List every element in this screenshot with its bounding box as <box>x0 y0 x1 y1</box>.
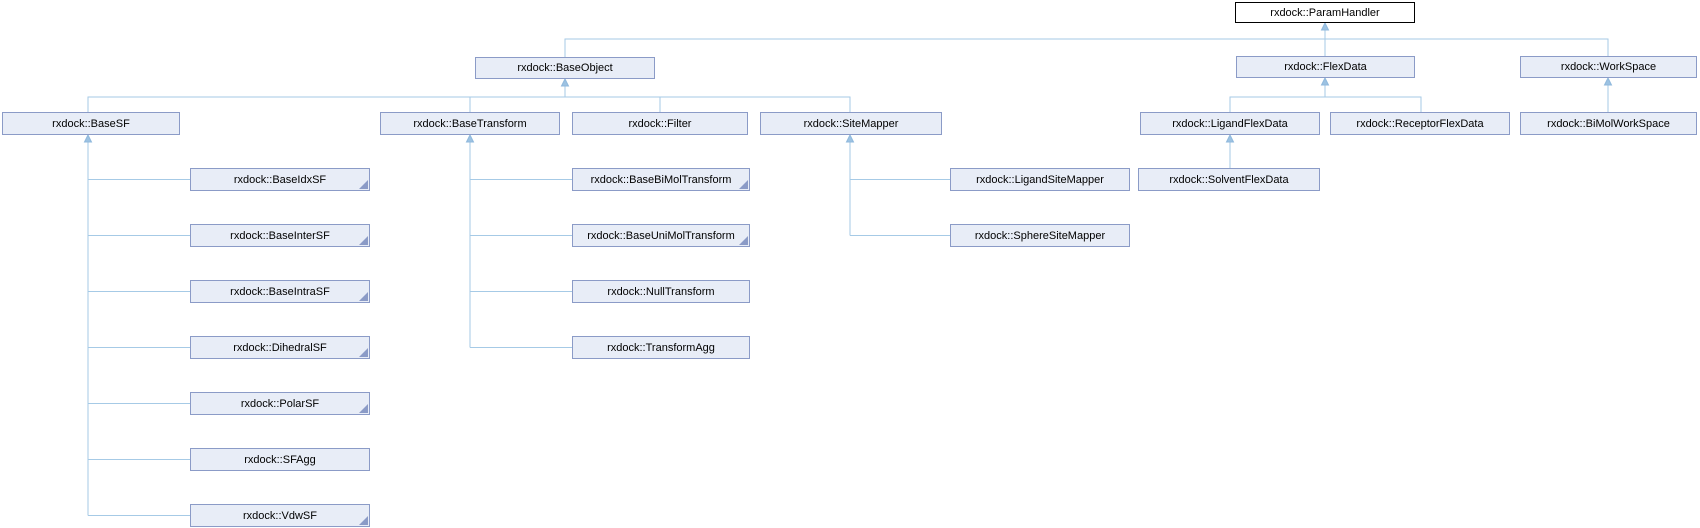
truncated-corner-icon <box>359 180 368 189</box>
class-node-polar-sf[interactable]: rxdock::PolarSF <box>190 392 370 415</box>
class-node-base-object[interactable]: rxdock::BaseObject <box>475 57 655 79</box>
class-node-work-space[interactable]: rxdock::WorkSpace <box>1520 56 1697 78</box>
class-node-base-intra-sf[interactable]: rxdock::BaseIntraSF <box>190 280 370 303</box>
arrowhead-icon <box>560 77 570 87</box>
class-node-base-inter-sf[interactable]: rxdock::BaseInterSF <box>190 224 370 247</box>
class-node-label: rxdock::BaseIdxSF <box>233 173 327 186</box>
class-node-base-idx-sf[interactable]: rxdock::BaseIdxSF <box>190 168 370 191</box>
class-node-base-unimol-transform[interactable]: rxdock::BaseUniMolTransform <box>572 224 750 247</box>
connector-basesf-children <box>83 133 190 516</box>
class-node-label: rxdock::BaseBiMolTransform <box>590 173 732 186</box>
class-node-base-bimol-transform[interactable]: rxdock::BaseBiMolTransform <box>572 168 750 191</box>
class-node-filter[interactable]: rxdock::Filter <box>572 112 748 135</box>
truncated-corner-icon <box>359 404 368 413</box>
arrowhead-icon <box>465 133 475 143</box>
truncated-corner-icon <box>739 236 748 245</box>
truncated-corner-icon <box>359 348 368 357</box>
class-node-base-sf[interactable]: rxdock::BaseSF <box>2 112 180 135</box>
class-node-site-mapper[interactable]: rxdock::SiteMapper <box>760 112 942 135</box>
arrowhead-icon <box>83 133 93 143</box>
class-node-label: rxdock::VdwSF <box>243 509 317 522</box>
class-node-ligand-flex-data[interactable]: rxdock::LigandFlexData <box>1140 112 1320 135</box>
connector-baseobject-children <box>87 77 851 112</box>
class-node-receptor-flex-data[interactable]: rxdock::ReceptorFlexData <box>1330 112 1510 135</box>
truncated-corner-icon <box>359 292 368 301</box>
truncated-corner-icon <box>359 516 368 525</box>
connector-flexdata-children <box>1229 76 1422 112</box>
class-node-vdw-sf[interactable]: rxdock::VdwSF <box>190 504 370 527</box>
class-node-solvent-flex-data[interactable]: rxdock::SolventFlexData <box>1138 168 1320 191</box>
class-node-label: rxdock::DihedralSF <box>233 341 327 354</box>
connector-paramhandler-children <box>564 21 1609 57</box>
class-node-ligand-site-mapper[interactable]: rxdock::LigandSiteMapper <box>950 168 1130 191</box>
class-node-flex-data[interactable]: rxdock::FlexData <box>1236 56 1415 78</box>
connector-workspace-children <box>1603 76 1613 112</box>
arrowhead-icon <box>845 133 855 143</box>
class-node-sphere-site-mapper[interactable]: rxdock::SphereSiteMapper <box>950 224 1130 247</box>
class-node-transform-agg[interactable]: rxdock::TransformAgg <box>572 336 750 359</box>
class-node-null-transform[interactable]: rxdock::NullTransform <box>572 280 750 303</box>
truncated-corner-icon <box>359 236 368 245</box>
class-node-label: rxdock::PolarSF <box>240 397 320 410</box>
class-node-dihedral-sf[interactable]: rxdock::DihedralSF <box>190 336 370 359</box>
class-node-label: rxdock::BaseInterSF <box>230 229 330 242</box>
class-node-sf-agg[interactable]: rxdock::SFAgg <box>190 448 370 471</box>
class-node-label: rxdock::BaseIntraSF <box>230 285 330 298</box>
arrowhead-icon <box>1320 76 1330 86</box>
class-node-param-handler: rxdock::ParamHandler <box>1235 2 1415 23</box>
connector-sitemapper-children <box>845 133 950 236</box>
class-node-bimol-work-space[interactable]: rxdock::BiMolWorkSpace <box>1520 112 1697 135</box>
arrowhead-icon <box>1225 133 1235 143</box>
connector-basetransform-children <box>465 133 572 348</box>
class-node-label: rxdock::BaseUniMolTransform <box>587 229 735 242</box>
connector-ligandflexdata-children <box>1225 133 1235 168</box>
arrowhead-icon <box>1320 21 1330 31</box>
class-node-base-transform[interactable]: rxdock::BaseTransform <box>380 112 560 135</box>
truncated-corner-icon <box>739 180 748 189</box>
arrowhead-icon <box>1603 76 1613 86</box>
